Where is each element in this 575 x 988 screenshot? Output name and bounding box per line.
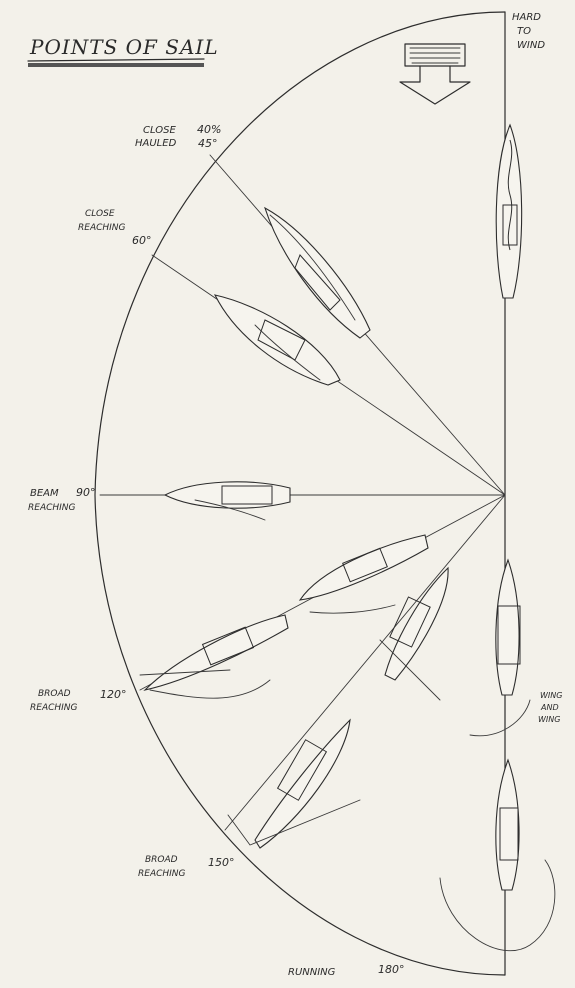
close-hauled-text-1: CLOSE bbox=[143, 125, 176, 136]
boat-broad-reaching-120-upper bbox=[300, 535, 428, 613]
broad-reaching-150-deg: 150° bbox=[208, 856, 235, 869]
title-underline bbox=[28, 59, 204, 61]
broad-reaching-120-deg: 120° bbox=[100, 688, 127, 701]
broad-reaching-150-text-1: BROAD bbox=[145, 855, 178, 865]
wing-and-wing-text-2: AND bbox=[540, 703, 559, 712]
running-text: RUNNING bbox=[288, 967, 336, 978]
running-deg: 180° bbox=[378, 963, 405, 976]
boat-wing-and-wing-upper bbox=[470, 560, 530, 736]
diagram-title: POINTS OF SAIL bbox=[29, 35, 219, 59]
close-hauled-deg-2: 45° bbox=[198, 137, 218, 150]
close-reaching-text-1: CLOSE bbox=[85, 209, 115, 219]
boat-broad-reaching-150 bbox=[228, 720, 360, 848]
close-reaching-text-2: REACHING bbox=[78, 223, 126, 233]
label-close-reaching: CLOSE REACHING 60° bbox=[78, 209, 152, 247]
boat-beam-reaching bbox=[165, 482, 290, 520]
label-broad-reaching-120: BROAD REACHING 120° bbox=[30, 688, 127, 713]
broad-reaching-120-text-1: BROAD bbox=[38, 689, 71, 699]
hard-to-wind-text-2: TO bbox=[517, 26, 531, 37]
beam-reaching-deg: 90° bbox=[76, 486, 96, 499]
boat-close-hauled bbox=[265, 208, 370, 338]
boat-broad-reaching-120-lower bbox=[140, 615, 288, 698]
wing-and-wing-text-3: WING bbox=[538, 715, 560, 724]
wind-arrow-icon bbox=[400, 44, 470, 104]
boat-head-to-wind bbox=[496, 125, 521, 298]
hard-to-wind-text-1: HARD bbox=[512, 12, 541, 23]
boat-wing-and-wing-lower bbox=[440, 760, 555, 951]
title-underline-bar bbox=[28, 63, 204, 67]
boat-close-reaching bbox=[215, 295, 340, 385]
beam-reaching-text-2: REACHING bbox=[28, 503, 76, 513]
wing-and-wing-text-1: WING bbox=[540, 691, 562, 700]
label-broad-reaching-150: BROAD REACHING 150° bbox=[138, 855, 235, 879]
beam-reaching-text-1: BEAM bbox=[30, 488, 59, 499]
label-close-hauled: CLOSE HAULED 40% 45° bbox=[135, 123, 221, 150]
hard-to-wind-text-3: WIND bbox=[517, 40, 545, 51]
boat-broad-reaching-mid bbox=[380, 568, 448, 700]
label-hard-to-wind: HARD TO WIND bbox=[512, 12, 545, 51]
broad-reaching-120-text-2: REACHING bbox=[30, 703, 78, 713]
points-of-sail-arc bbox=[95, 12, 505, 975]
label-running: RUNNING 180° bbox=[288, 963, 405, 978]
close-reaching-deg: 60° bbox=[132, 234, 152, 247]
broad-reaching-150-text-2: REACHING bbox=[138, 869, 186, 879]
label-beam-reaching: BEAM 90° REACHING bbox=[28, 486, 96, 513]
close-hauled-text-2: HAULED bbox=[135, 138, 177, 149]
close-hauled-deg-1: 40% bbox=[197, 123, 221, 136]
label-wing-and-wing: WING AND WING bbox=[538, 691, 562, 724]
